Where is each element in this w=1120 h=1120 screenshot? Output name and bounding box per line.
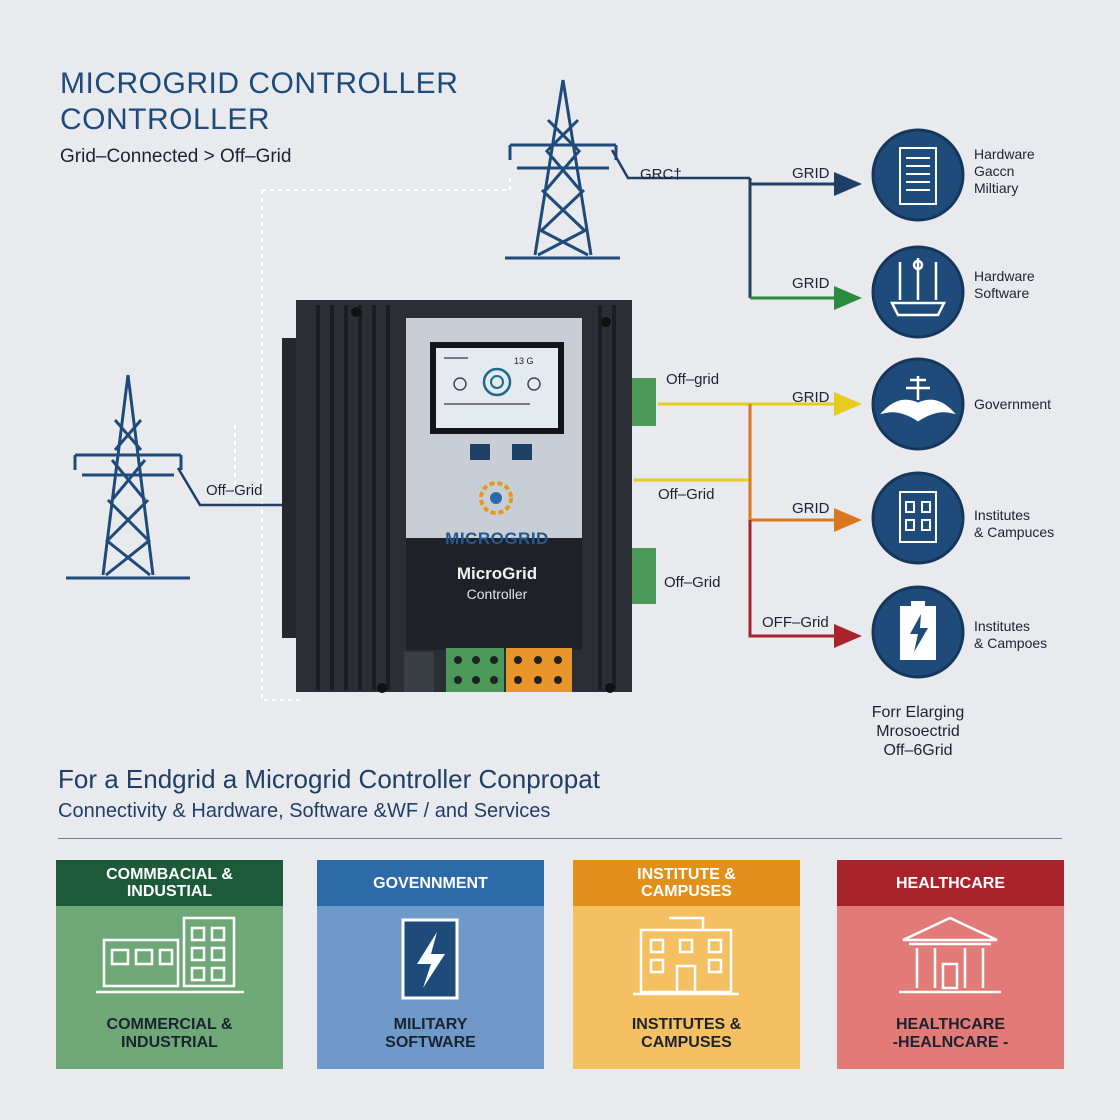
card-healthcare[interactable]: HEALTHCARE HEALTHCARE -HEALNCARE - xyxy=(837,860,1064,1069)
device-offgrid-label-1: Off–grid xyxy=(666,371,720,388)
branch-label-1: GRID xyxy=(792,165,830,182)
diagram-canvas xyxy=(66,79,965,701)
sector-circle-2[interactable] xyxy=(871,245,965,339)
heatsink-fins xyxy=(316,305,616,690)
branch-arrow-3 xyxy=(834,392,862,416)
green-terminal-block-left xyxy=(446,648,504,692)
left-offgrid-wire-label: Off–Grid xyxy=(206,482,263,499)
hospital-building-icon xyxy=(899,916,1001,994)
dashed-guides xyxy=(234,178,511,701)
sector-circle-4[interactable] xyxy=(871,471,965,565)
battery-bolt-icon xyxy=(900,601,936,660)
branch-label-5: OFF–Grid xyxy=(762,614,829,631)
panel-button-left[interactable] xyxy=(470,444,490,460)
circle-caption-1: Hardware Gaccn Miltiary xyxy=(974,146,1035,196)
green-terminal-block-right-top xyxy=(632,378,656,426)
sector-circle-5[interactable] xyxy=(871,585,965,679)
orange-terminal-block xyxy=(506,648,572,692)
card-commercial-industrial[interactable]: COMMBACIAL & INDUSTIAL COMMERCIAL & INDU… xyxy=(56,860,283,1069)
device-name-line-1: MicroGrid xyxy=(456,564,538,583)
panel-button-right[interactable] xyxy=(512,444,532,460)
microgrid-controller-device xyxy=(282,300,656,693)
card-header: COMMBACIAL & INDUSTIAL xyxy=(56,860,283,906)
title-line-1: MICROGRID CONTROLLER xyxy=(60,67,459,100)
branch-label-3: GRID xyxy=(792,389,830,406)
screen-readout: 13 G xyxy=(514,356,534,366)
card-institutes-campuses[interactable]: INSTITUTE & CAMPUSES INSTITUTES & CAMPUS… xyxy=(573,860,800,1069)
building-icon xyxy=(899,491,937,543)
top-grid-wire-label: GRC† xyxy=(640,166,682,183)
device-offgrid-label-3: Off–Grid xyxy=(664,574,721,591)
branch-arrow-1 xyxy=(834,172,862,196)
server-rack-icon xyxy=(899,147,937,205)
lab-equipment-icon xyxy=(889,258,947,317)
tagline-line-2: Connectivity & Hardware, Software &WF / … xyxy=(58,800,551,822)
card-footer: INSTITUTES & CAMPUSES xyxy=(631,1016,742,1051)
branch-label-2: GRID xyxy=(792,275,830,292)
card-header: INSTITUTE & CAMPUSES xyxy=(573,860,800,906)
branch-arrow-2 xyxy=(834,286,862,310)
card-footer: COMMERCIAL & INDUSTRIAL xyxy=(106,1016,233,1051)
page-title: MICROGRID CONTROLLER CONTROLLER xyxy=(60,66,458,138)
microgrid-logo-icon xyxy=(479,481,513,515)
card-footer: HEALTHCARE -HEALNCARE - xyxy=(892,1016,1009,1051)
circle-caption-2: Hardware Software xyxy=(974,268,1035,301)
campus-building-icon xyxy=(633,916,739,996)
transmission-tower-top-icon xyxy=(505,79,620,260)
lightning-panel-icon xyxy=(401,918,459,1000)
title-line-2: CONTROLLER xyxy=(60,103,271,136)
device-brand-label: MICROGRID xyxy=(445,529,549,548)
government-emblem-icon xyxy=(880,376,956,422)
transmission-tower-left-icon xyxy=(66,374,190,580)
left-offgrid-wire xyxy=(176,467,296,507)
branch-arrow-5 xyxy=(834,624,862,648)
card-footer: MILITARY SOFTWARE xyxy=(385,1016,476,1051)
device-offgrid-label-2: Off–Grid xyxy=(658,486,715,503)
top-grid-wire xyxy=(610,149,750,180)
tagline-line-1: For a Endgrid a Microgrid Controller Con… xyxy=(58,764,600,794)
device-name-line-2: Controller xyxy=(466,586,528,602)
page-subtitle: Grid–Connected > Off–Grid xyxy=(60,146,292,167)
card-header: HEALTHCARE xyxy=(837,860,1064,906)
branch-lines xyxy=(634,178,834,638)
card-government[interactable]: GOVENNMENT MILITARY SOFTWARE xyxy=(317,860,544,1069)
offgrid-note: Forr Elarging Mrosoectrid Off–6Grid xyxy=(871,704,965,759)
sector-circle-3[interactable] xyxy=(871,357,965,451)
branch-arrow-4 xyxy=(834,508,862,532)
section-divider xyxy=(58,838,1062,839)
circle-caption-4: Institutes & Campuces xyxy=(974,507,1055,540)
card-header: GOVENNMENT xyxy=(317,860,544,906)
circle-caption-5: Institutes & Campoes xyxy=(974,618,1048,651)
branch-label-4: GRID xyxy=(792,500,830,517)
factory-icon xyxy=(96,916,244,994)
sector-circle-1[interactable] xyxy=(871,128,965,222)
circle-caption-3: Government xyxy=(974,396,1052,412)
green-terminal-block-right-bottom xyxy=(632,548,656,604)
